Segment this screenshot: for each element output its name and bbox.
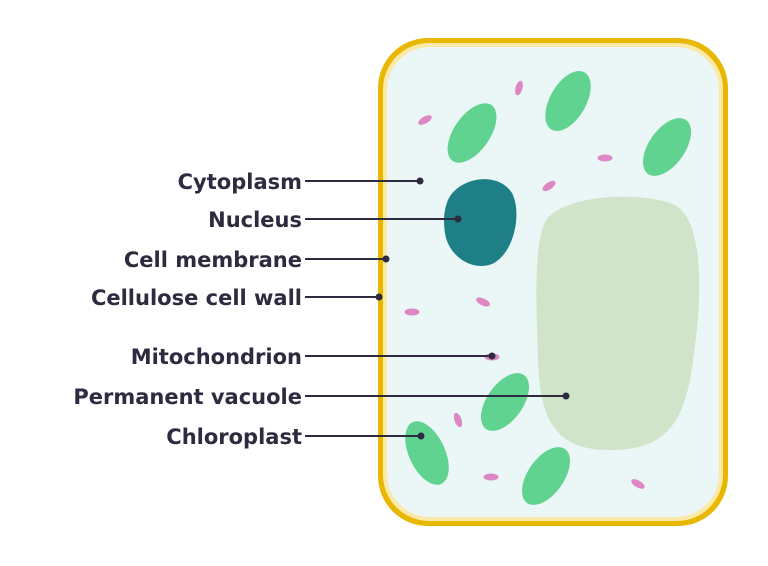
leader-dot xyxy=(382,255,390,263)
leader-dot xyxy=(454,215,462,223)
label-text: Cellulose cell wall xyxy=(91,286,302,310)
label-text: Mitochondrion xyxy=(131,345,302,369)
mitochondrion xyxy=(476,297,490,307)
leader-dot xyxy=(417,432,425,440)
chloroplasts xyxy=(405,71,691,505)
chloroplast xyxy=(405,421,449,485)
chloroplast xyxy=(545,71,591,131)
label-text: Cell membrane xyxy=(124,248,302,272)
chloroplast xyxy=(643,118,691,176)
label-cytoplasm: Cytoplasm xyxy=(178,170,424,194)
mitochondrion xyxy=(542,180,556,192)
mitochondrion xyxy=(418,115,432,125)
mitochondrion xyxy=(515,80,523,96)
chloroplast xyxy=(522,447,570,505)
label-text: Permanent vacuole xyxy=(73,385,302,409)
label-chloroplast: Chloroplast xyxy=(166,425,425,449)
permanent-vacuole xyxy=(536,196,700,450)
leader-dot xyxy=(488,352,496,360)
label-text: Chloroplast xyxy=(166,425,302,449)
mitochondrion xyxy=(453,412,463,428)
chloroplast xyxy=(481,373,529,431)
nucleus xyxy=(444,179,517,267)
chloroplast xyxy=(447,103,497,163)
mitochondria xyxy=(404,80,645,489)
label-cell-membrane: Cell membrane xyxy=(124,248,390,272)
mitochondrion xyxy=(631,479,645,489)
mitochondrion xyxy=(404,308,420,316)
label-text: Cytoplasm xyxy=(178,170,302,194)
label-cellulose-cell-wall: Cellulose cell wall xyxy=(91,286,383,310)
mitochondrion xyxy=(483,473,499,481)
label-nucleus: Nucleus xyxy=(208,208,462,232)
label-permanent-vacuole: Permanent vacuole xyxy=(73,385,570,409)
label-text: Nucleus xyxy=(208,208,302,232)
leader-dot xyxy=(562,392,570,400)
label-mitochondrion: Mitochondrion xyxy=(131,345,496,369)
leader-dot xyxy=(375,293,383,301)
mitochondrion xyxy=(597,154,613,162)
leader-dot xyxy=(416,177,424,185)
